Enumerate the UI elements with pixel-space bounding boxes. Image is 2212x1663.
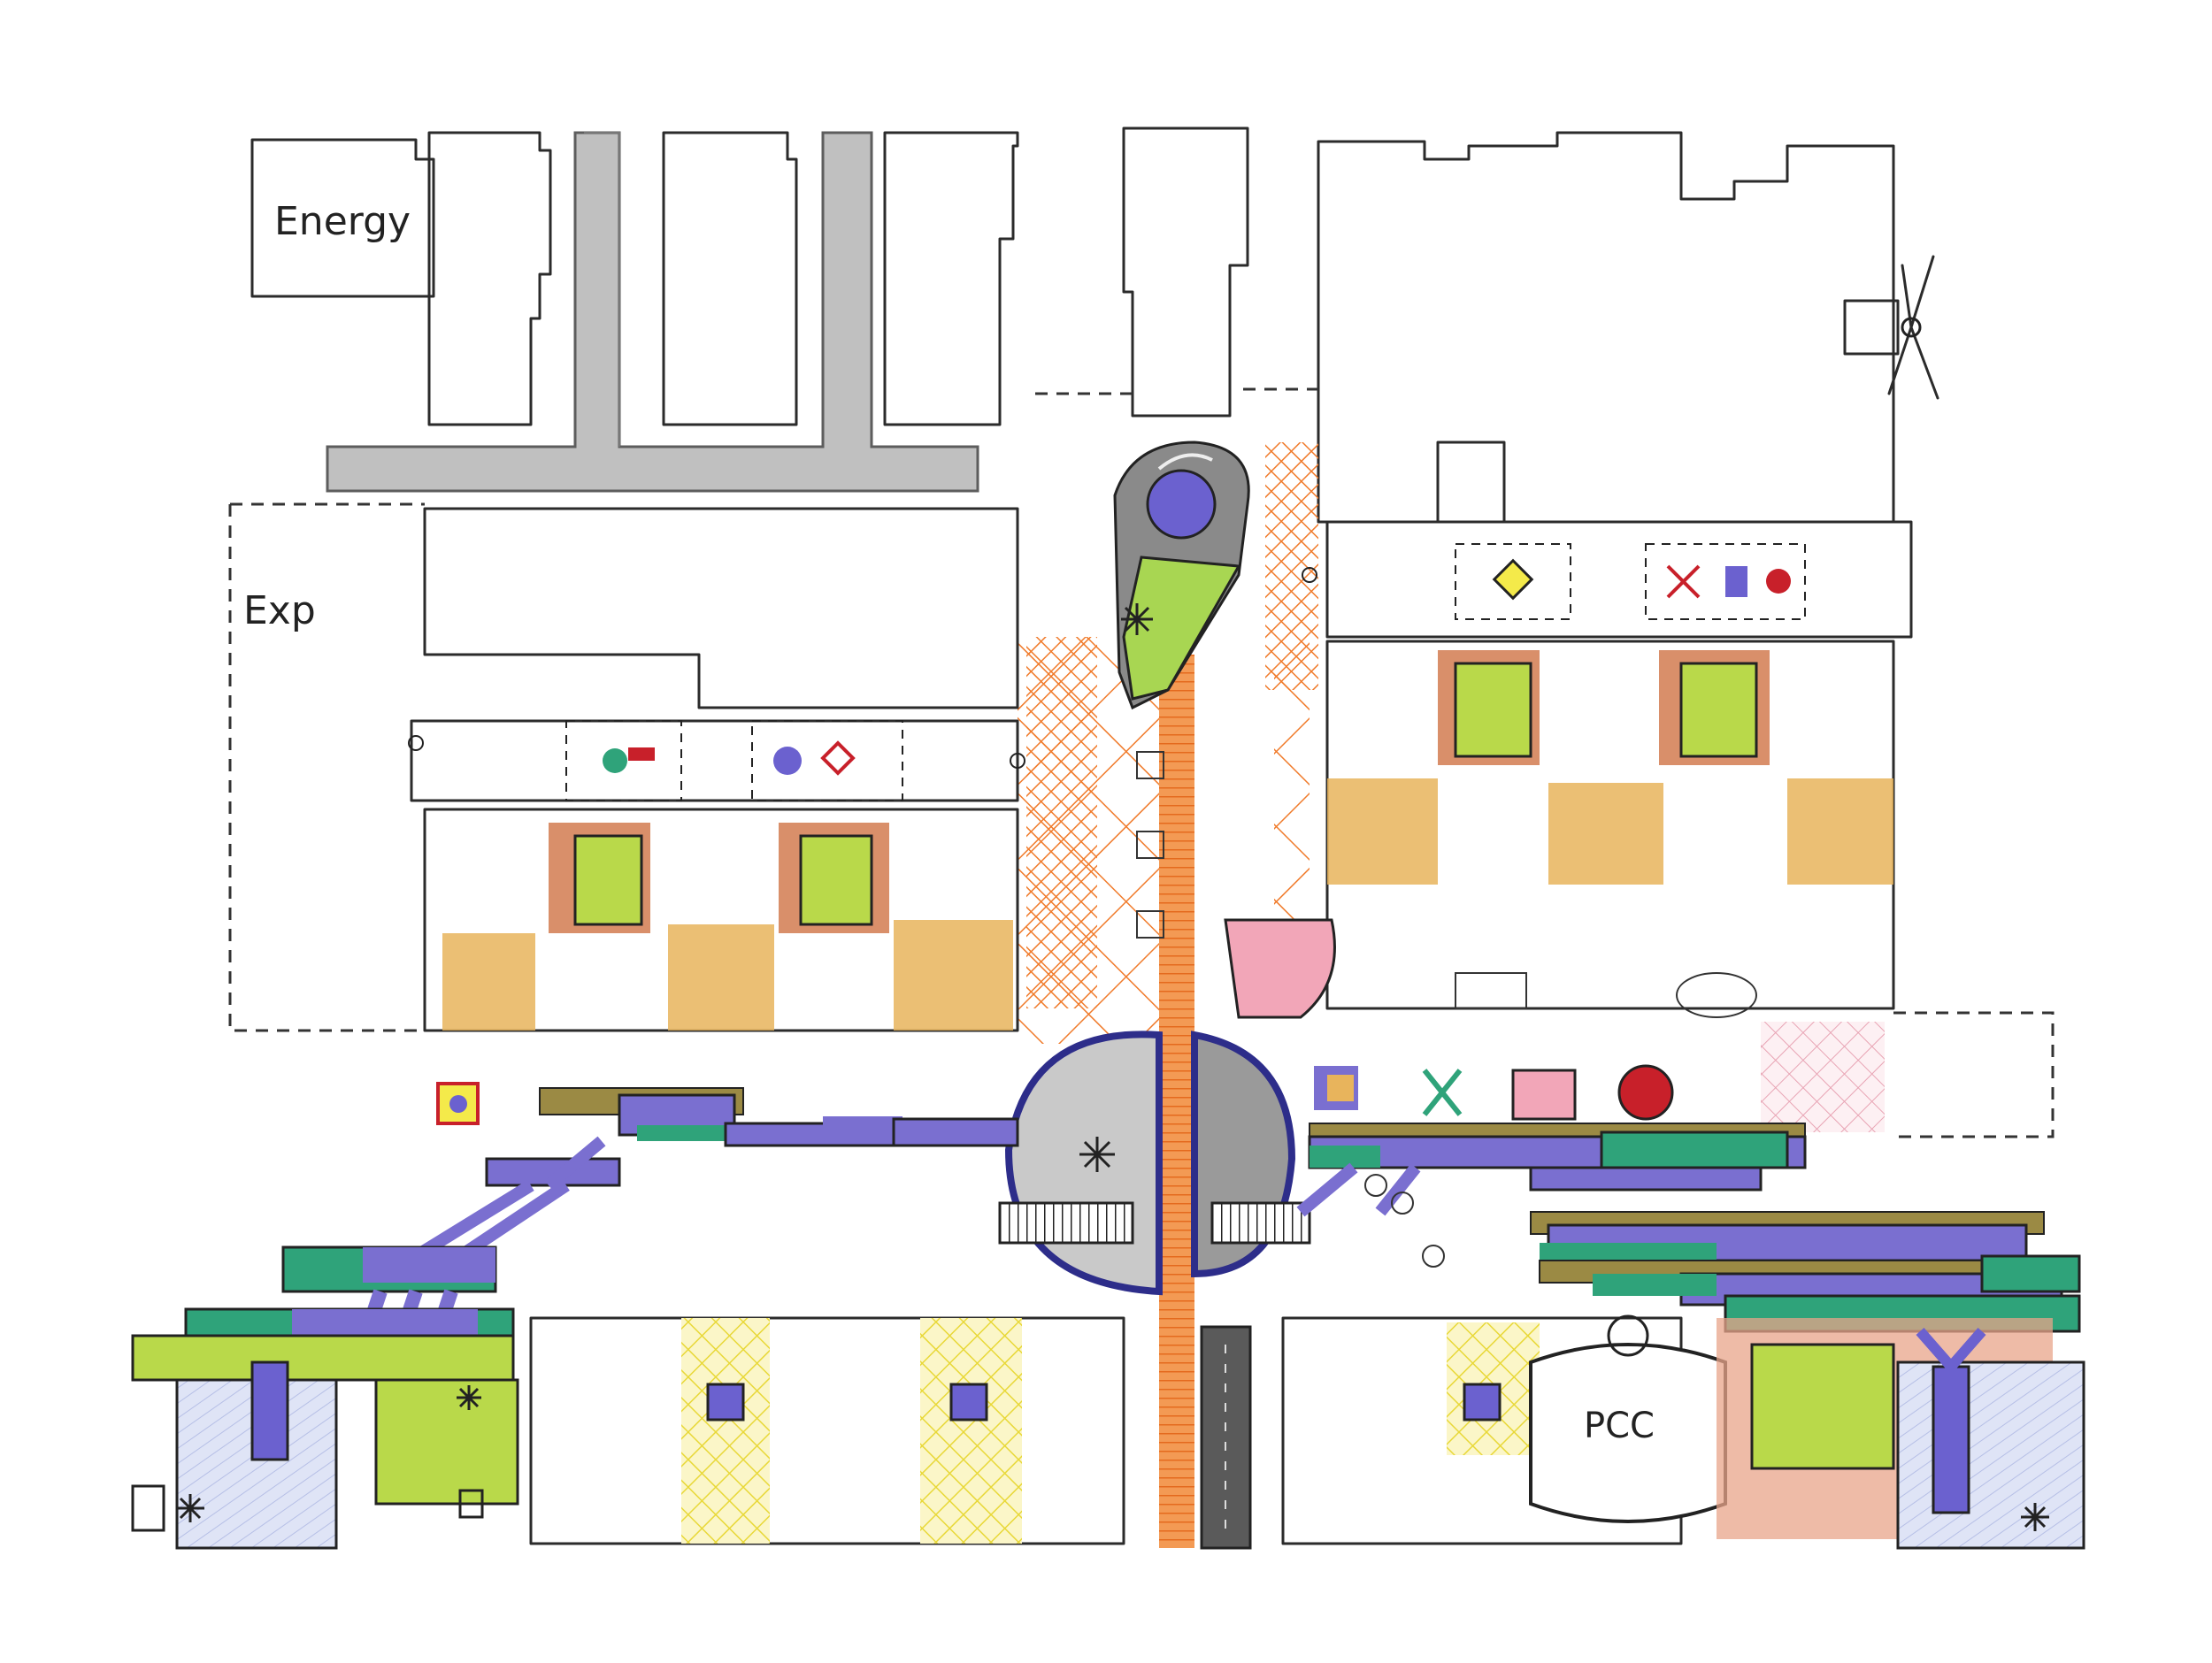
south-road: [1200, 1325, 1252, 1550]
east-buildings: [1325, 520, 1913, 1010]
roundabout-icon: [1113, 441, 1250, 710]
southeast-pavilion: [1717, 1318, 2085, 1550]
pcc-label: PCC: [1584, 1406, 1655, 1446]
asterisk-icon: [1079, 1137, 1115, 1172]
asterisk-icon: [176, 1494, 204, 1522]
yellow-courts: [681, 1318, 1540, 1544]
central-hub: [998, 1031, 1311, 1296]
asterisk-icon: [1121, 603, 1153, 635]
energy-label: Energy: [274, 199, 411, 244]
furniture-marks: [1136, 751, 1757, 1268]
east-labs: [1455, 543, 1806, 620]
east-lime-rooms: [1438, 650, 1770, 765]
west-lime-rooms: [549, 823, 889, 933]
pinwheel-icon: [1887, 255, 1939, 400]
north-buildings-right: [1317, 131, 1900, 524]
pink-room: [1224, 918, 1336, 1019]
west-labs: [565, 720, 903, 801]
pink-hatch-area: [1761, 1022, 1885, 1132]
valve-icon: [408, 567, 1317, 769]
exp-label: Exp: [243, 588, 316, 633]
west-ochre-rooms: [442, 920, 1013, 1031]
energy-label-group: Energy: [274, 199, 411, 244]
asterisk-icon: [2021, 1503, 2049, 1531]
orange-plaza: [1018, 442, 1318, 1044]
east-walkways: [1296, 1064, 2081, 1333]
orange-spine: [1159, 655, 1194, 1548]
grey-corridor: [326, 131, 979, 493]
west-buildings: [410, 507, 1019, 1032]
asterisk-icon: [457, 1385, 481, 1410]
pcc-building: PCC: [1529, 1314, 1727, 1523]
southwest-pavilion: [131, 1245, 519, 1550]
north-buildings-left: [250, 126, 1249, 426]
west-walkways: [412, 1087, 1019, 1261]
east-ochre-rooms: [1327, 778, 1893, 885]
